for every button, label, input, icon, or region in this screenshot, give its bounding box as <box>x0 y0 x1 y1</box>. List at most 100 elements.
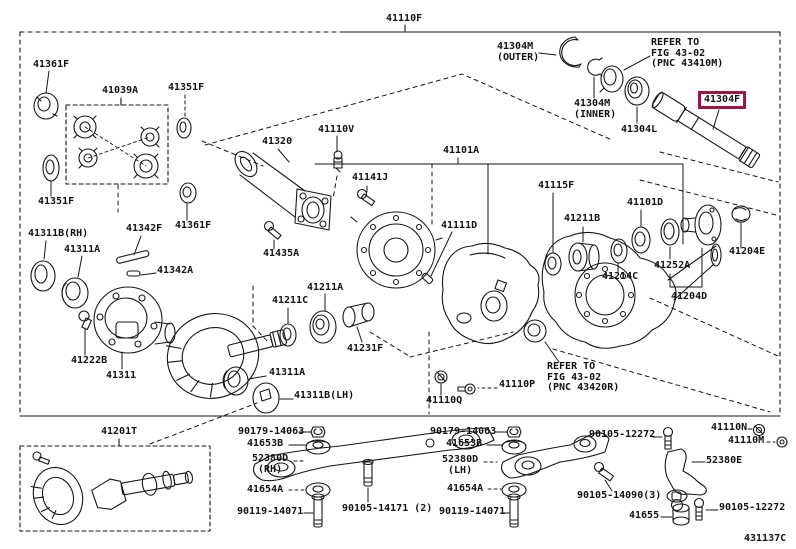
part-label-41110F[interactable]: 41110F <box>386 13 423 24</box>
part-washer-41351F-1 <box>176 117 192 139</box>
part-label-41110P[interactable]: 41110P <box>499 379 536 390</box>
part-label-90105-14171-2[interactable]: 90105-14171 (2) <box>342 503 433 514</box>
part-label-41654A[interactable]: 41654A <box>247 484 284 495</box>
part-label-52380D-LH[interactable]: 52380D (LH) <box>442 454 479 476</box>
part-final-gear-kit-41201T <box>30 451 194 526</box>
part-label-90119-14071[interactable]: 90119-14071 <box>439 506 506 517</box>
part-label-41311B-LH[interactable]: 41311B(LH) <box>294 390 355 401</box>
part-label-90119-14071[interactable]: 90119-14071 <box>237 506 304 517</box>
part-snap-ring-41304M-outer <box>559 36 582 68</box>
part-label-41211C[interactable]: 41211C <box>272 295 309 306</box>
part-label-41222B[interactable]: 41222B <box>71 355 108 366</box>
part-label-41101D[interactable]: 41101D <box>627 197 664 208</box>
part-spider-gear-kit-41039A <box>73 115 160 179</box>
spider-gear-kit-box <box>65 97 169 185</box>
part-label-41342F[interactable]: 41342F <box>126 223 163 234</box>
part-label-52380E[interactable]: 52380E <box>706 455 743 466</box>
part-label-41311A[interactable]: 41311A <box>64 244 101 255</box>
part-nut-41110Q <box>434 370 448 384</box>
part-label-41039A[interactable]: 41039A <box>102 85 139 96</box>
assembly-boundary <box>19 24 781 417</box>
part-breather-plug-41110V <box>333 150 343 173</box>
part-bolt-90105-12272-top <box>662 426 674 450</box>
part-bolt-90105-12272-bottom <box>693 497 705 521</box>
part-label-41351F[interactable]: 41351F <box>38 196 75 207</box>
part-label-41141J[interactable]: 41141J <box>352 172 389 183</box>
part-bearing-41211A <box>309 310 337 344</box>
part-label-41654A[interactable]: 41654A <box>447 483 484 494</box>
part-label-90179-14063[interactable]: 90179-14063 <box>430 426 497 437</box>
part-arm-assembly-LH <box>501 426 610 528</box>
part-label-41201T[interactable]: 41201T <box>101 426 138 437</box>
projection-lines <box>117 73 781 445</box>
part-label-41311[interactable]: 41311 <box>106 370 137 381</box>
part-label-41304M-OUTER[interactable]: 41304M (OUTER) <box>497 41 540 63</box>
refer-note: REFER TO FIG 43-02 (PNC 43420R) <box>547 361 620 393</box>
part-label-41204D[interactable]: 41204D <box>671 291 708 302</box>
part-ring-41101D <box>631 226 651 254</box>
part-diff-case-41311 <box>93 286 176 354</box>
part-label-41435A[interactable]: 41435A <box>263 248 300 259</box>
part-label-41653B[interactable]: 41653B <box>247 438 284 449</box>
refer-note: REFER TO FIG 43-02 (PNC 43410M) <box>651 37 724 69</box>
final-gear-kit-box <box>19 438 211 532</box>
part-bearing-41304L <box>624 76 650 106</box>
part-label-41351F[interactable]: 41351F <box>168 82 205 93</box>
part-washer-41311B-RH <box>30 260 56 292</box>
part-label-41111D[interactable]: 41111D <box>441 220 478 231</box>
leader-lines <box>43 52 776 518</box>
part-arm-assembly-RH <box>253 426 495 528</box>
part-bearing-41211B <box>568 242 600 272</box>
part-label-41311B-RH[interactable]: 41311B(RH) <box>28 228 89 239</box>
part-label-41653B[interactable]: 41653B <box>446 438 483 449</box>
part-knuckle-arm-52380E <box>664 448 707 512</box>
part-label-41252A[interactable]: 41252A <box>654 260 691 271</box>
part-ring-refer-43420R <box>523 319 547 343</box>
part-label-41231F[interactable]: 41231F <box>347 343 384 354</box>
part-label-41110M[interactable]: 41110M <box>728 435 765 446</box>
part-label-90105-12272[interactable]: 90105-12272 <box>719 502 786 513</box>
part-label-41204E[interactable]: 41204E <box>729 246 766 257</box>
part-pin-41111D <box>421 272 434 284</box>
part-label-41101A[interactable]: 41101A <box>443 145 480 156</box>
part-bearing-41311A-2 <box>222 366 249 396</box>
part-label-41304M-INNER[interactable]: 41304M (INNER) <box>574 98 617 120</box>
part-spacer-41231F <box>342 302 375 328</box>
part-label-41110N[interactable]: 41110N <box>711 422 748 433</box>
part-label-41214C[interactable]: 41214C <box>602 271 639 282</box>
part-label-41115F[interactable]: 41115F <box>538 180 575 191</box>
part-bearing-retainer-plate <box>350 211 443 289</box>
part-label-41342A[interactable]: 41342A <box>157 265 194 276</box>
part-label-90105-14090-3[interactable]: 90105-14090(3) <box>577 490 662 501</box>
part-washer-41311B-LH <box>252 382 280 414</box>
part-washer-41211C <box>279 323 297 347</box>
part-label-41655[interactable]: 41655 <box>629 510 660 521</box>
part-label-41311A[interactable]: 41311A <box>269 367 306 378</box>
part-label-41361F[interactable]: 41361F <box>33 59 70 70</box>
part-pin-41342A <box>126 270 141 277</box>
part-label-41361F[interactable]: 41361F <box>175 220 212 231</box>
part-label-90105-12272[interactable]: 90105-12272 <box>589 429 656 440</box>
part-label-41211A[interactable]: 41211A <box>307 282 344 293</box>
part-label-41304L[interactable]: 41304L <box>621 124 658 135</box>
part-bolt-41110P <box>457 383 476 395</box>
part-label-41304F[interactable]: 41304F <box>698 91 747 109</box>
part-label-41320[interactable]: 41320 <box>262 136 293 147</box>
part-label-52380D-RH[interactable]: 52380D (RH) <box>252 453 289 475</box>
part-flange-41204D <box>680 204 722 246</box>
part-ring-gear-and-pinion <box>166 313 287 399</box>
part-label-41110Q[interactable]: 41110Q <box>426 395 463 406</box>
part-axle-shaft-41304F <box>651 91 761 169</box>
part-washer-41351F-2 <box>42 154 60 182</box>
part-label-41211B[interactable]: 41211B <box>564 213 601 224</box>
part-washer-41361F-1 <box>33 92 59 120</box>
part-label-90179-14063[interactable]: 90179-14063 <box>238 426 305 437</box>
part-washer-41214C <box>610 238 628 264</box>
part-oil-seal-41115F <box>544 252 562 276</box>
part-bolt-90105-14090 <box>593 461 615 482</box>
part-dust-cap-41204E <box>731 205 751 223</box>
part-bearing-43410M <box>599 65 624 93</box>
part-label-41110V[interactable]: 41110V <box>318 124 355 135</box>
